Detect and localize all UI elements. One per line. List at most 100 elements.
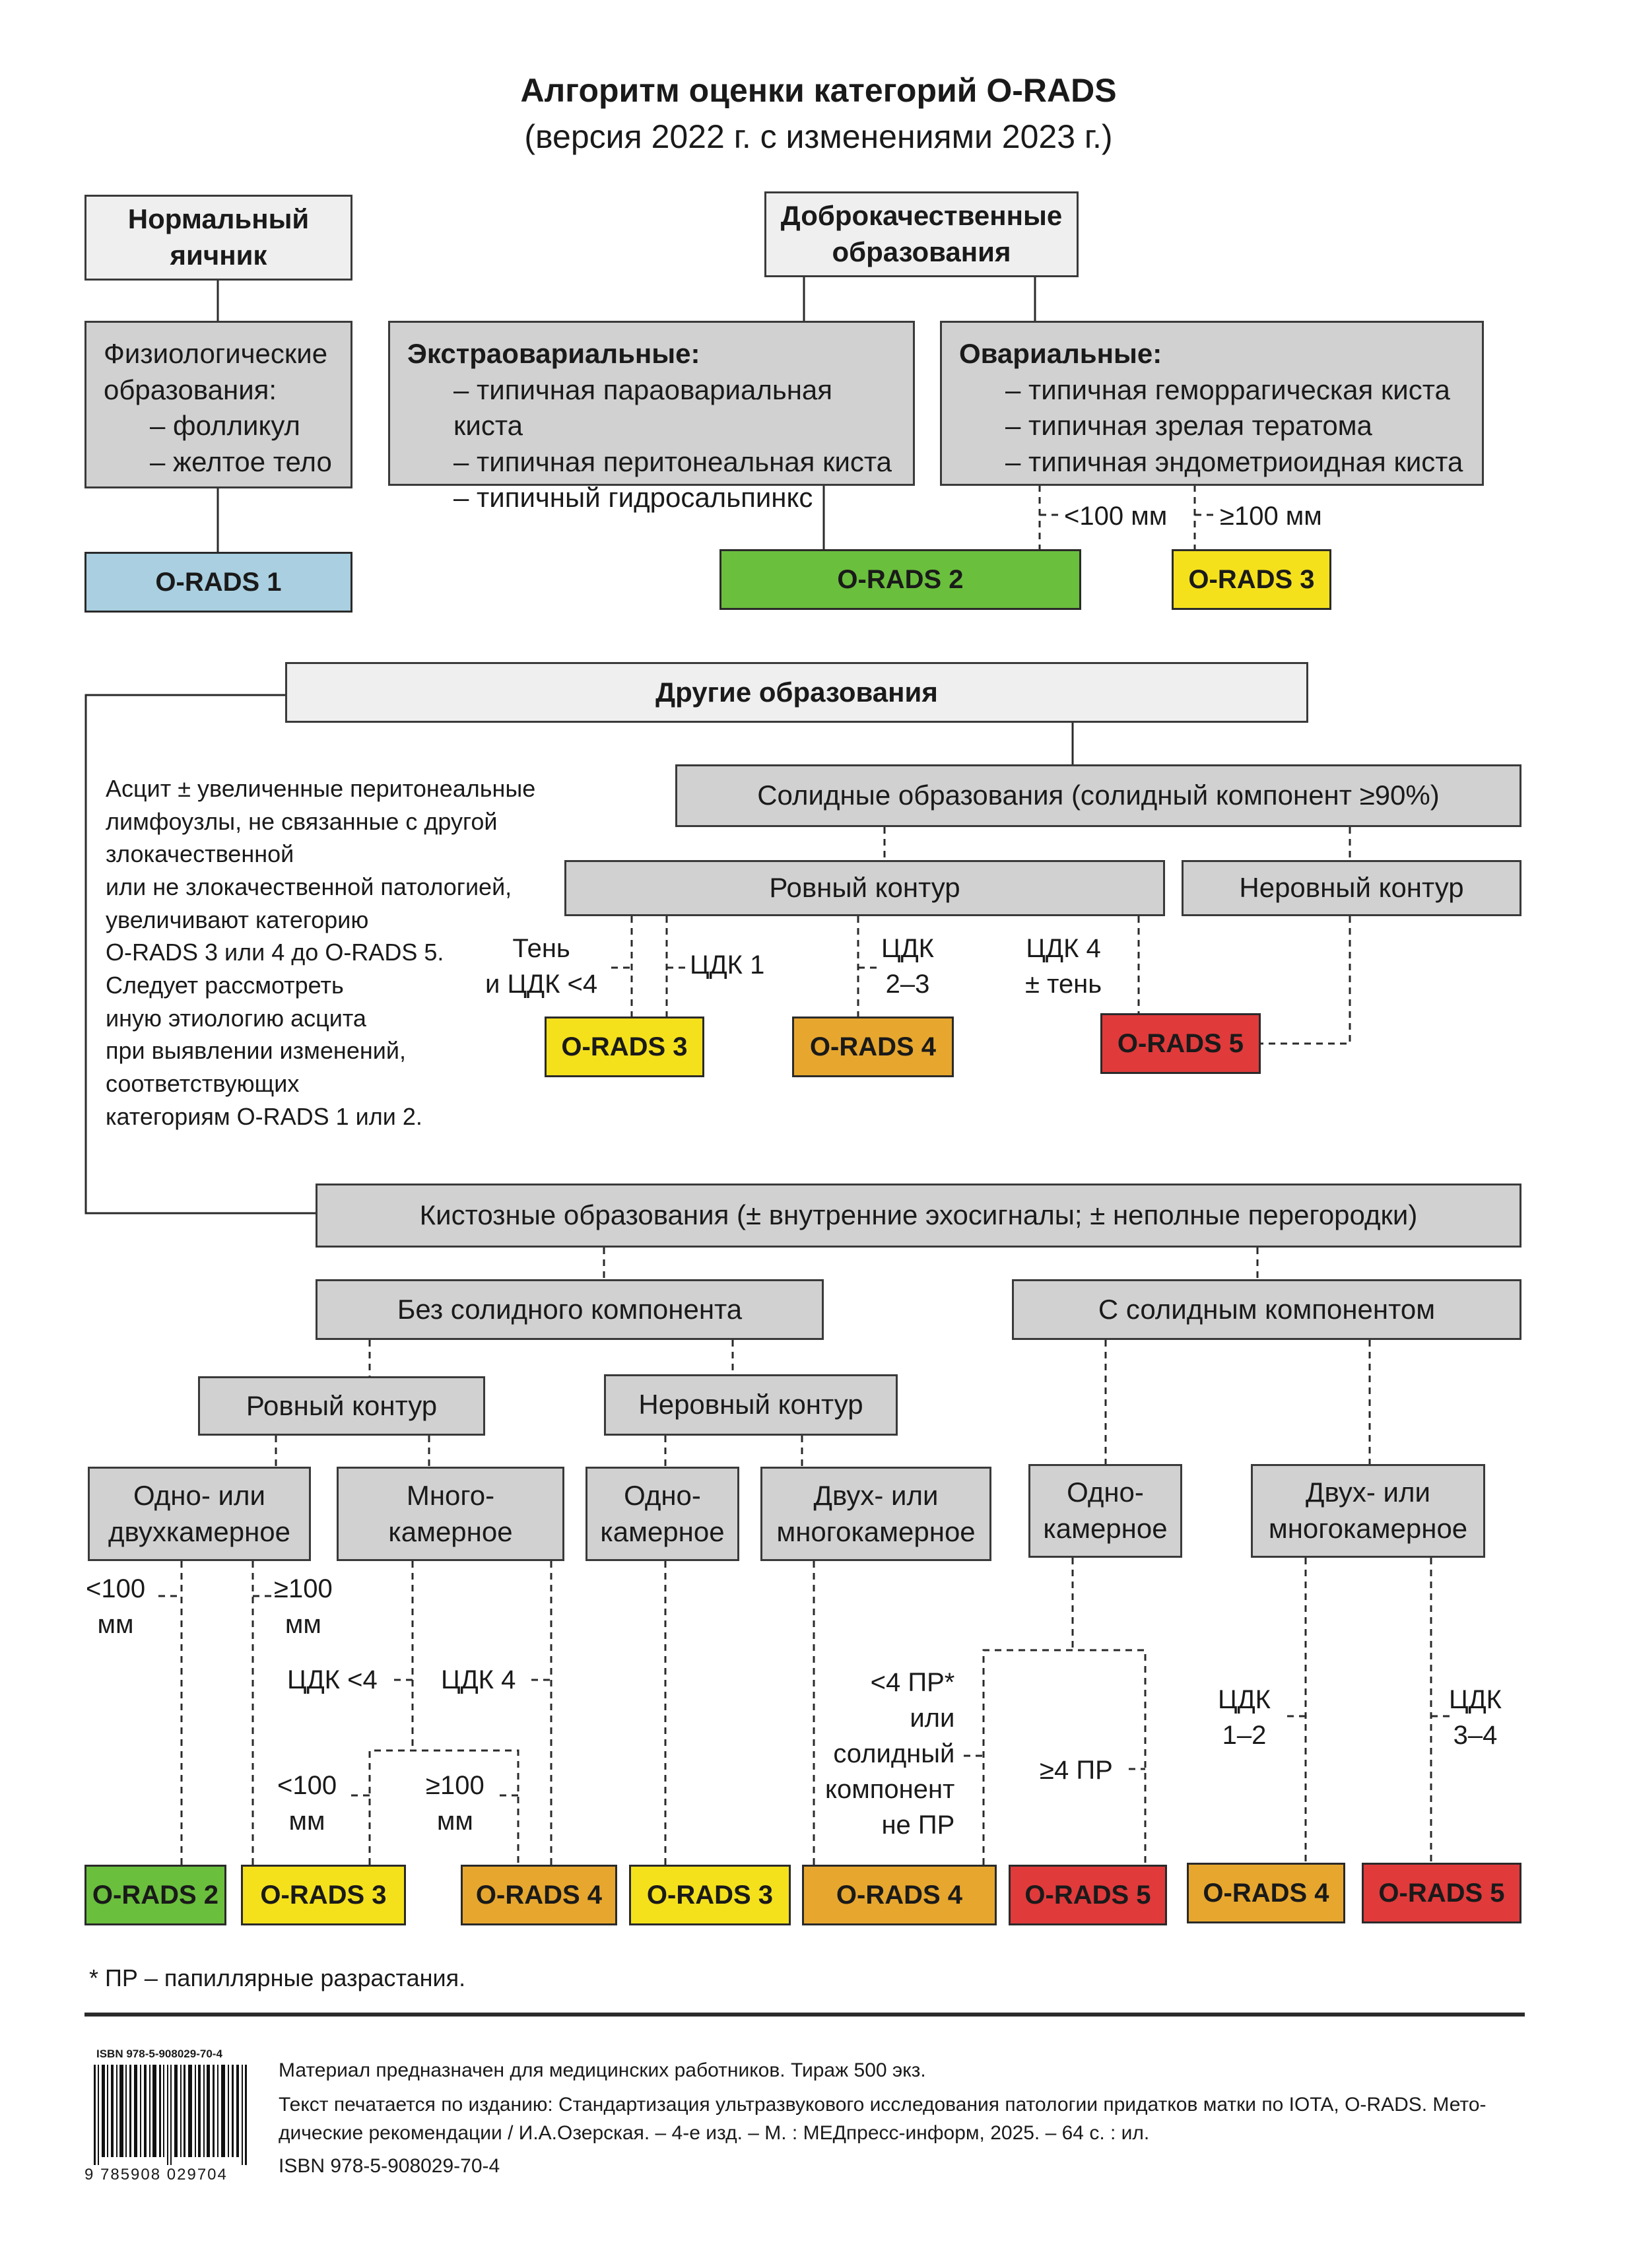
cystic-result-badge: O-RADS 5: [1009, 1865, 1167, 1925]
uni-bi-locular-line: двухкамерное: [108, 1516, 291, 1547]
cystic-cdk4-label: ЦДК 4: [441, 1665, 516, 1694]
cystic-lt100b-label: <100 мм: [277, 1768, 337, 1839]
ovarian-header: Овариальные:: [959, 338, 1162, 369]
cystic-smooth-label: Ровный контур: [246, 1389, 438, 1421]
cystic-result-badge: O-RADS 3: [629, 1865, 791, 1925]
bi-multilocular-solid-line: многокамерное: [1268, 1513, 1468, 1544]
ascites-note: Асцит ± увеличенные перитонеальные лимфо…: [106, 772, 535, 1133]
multilocular-line: камерное: [388, 1516, 513, 1547]
unilocular-irregular-box: Одно- камерное: [585, 1467, 739, 1561]
ascites-note-line: категориям O-RADS 1 или 2.: [106, 1102, 422, 1130]
extraovarian-item: – типичная перитонеальная киста: [453, 446, 892, 477]
ascites-note-line: или не злокачественной патологией,: [106, 873, 512, 901]
ascites-note-line: Асцит ± увеличенные перитонеальные: [106, 775, 536, 802]
physio-item: – желтое тело: [150, 446, 332, 477]
extraovarian-box: Экстраовариальные: – типичная параовариа…: [388, 321, 915, 513]
bi-multilocular-solid-line: Двух- или: [1306, 1477, 1430, 1508]
cystic-result-badge: O-RADS 2: [84, 1865, 226, 1925]
cystic-cdk-lt4-label: ЦДК <4: [287, 1665, 378, 1694]
cystic-ge100b-label: ≥100 мм: [426, 1768, 484, 1839]
cystic-ge100b-line: мм: [436, 1807, 473, 1836]
other-formations-label: Другие образования: [655, 676, 938, 708]
solid-smooth-box: Ровный контур: [564, 860, 1165, 916]
extraovarian-item: – типичный гидросальпинкс: [453, 482, 813, 514]
barcode: ISBN 978-5-908029-70-4 9 785908 029704: [84, 2046, 257, 2185]
cystic-lt100-line: мм: [97, 1610, 134, 1639]
cystic-cdk12-label: ЦДК 1–2: [1218, 1682, 1271, 1753]
solid-cdk4-line: ± тень: [1025, 970, 1102, 999]
cystic-result-badge: O-RADS 4: [1187, 1863, 1345, 1923]
solid-cdk23-label: ЦДК 2–3: [881, 931, 934, 1002]
unilocular-irregular-line: Одно-: [624, 1479, 701, 1511]
ovarian-box: Овариальные: – типичная геморрагическая …: [940, 321, 1484, 486]
solid-orads-4-badge: O-RADS 4: [792, 1017, 954, 1077]
cystic-lt4pr-line: <4 ПР*: [870, 1668, 955, 1697]
barcode-digits: 9 785908 029704: [84, 2166, 228, 2184]
bi-multilocular-irregular-line: Двух- или: [813, 1479, 939, 1511]
barcode-isbn: ISBN 978-5-908029-70-4: [96, 2048, 222, 2060]
footer-text: Материал предназначен для медицинских ра…: [279, 2056, 1487, 2180]
cystic-smooth-box: Ровный контур: [198, 1376, 485, 1436]
orads-2-badge: O-RADS 2: [719, 549, 1081, 610]
solid-cdk4-shadow-label: ЦДК 4 ± тень: [1025, 931, 1102, 1002]
ovarian-item: – типичная зрелая тератома: [1005, 410, 1372, 442]
bi-multilocular-solid-box: Двух- или многокамерное: [1251, 1464, 1485, 1558]
cystic-lt100b-line: <100: [277, 1771, 337, 1800]
cystic-cdk12-line: ЦДК: [1218, 1685, 1271, 1714]
cystic-ge100b-line: ≥100: [426, 1771, 484, 1800]
cystic-lt4pr-line: не ПР: [881, 1811, 955, 1840]
solid-irregular-label: Неровный контур: [1239, 872, 1464, 904]
unilocular-solid-line: Одно-: [1067, 1477, 1144, 1508]
footer-line: ISBN 978-5-908029-70-4: [279, 2154, 500, 2177]
ascites-note-line: O-RADS 3 или 4 до O-RADS 5.: [106, 939, 444, 966]
with-solid-component-label: С солидным компонентом: [1098, 1293, 1436, 1325]
extraovarian-header: Экстраовариальные:: [407, 338, 700, 369]
cystic-ge100-line: ≥100: [274, 1574, 333, 1603]
solid-cdk4-line: ЦДК 4: [1026, 934, 1101, 963]
cystic-lt4pr-line: или: [910, 1704, 955, 1733]
normal-ovary-label: Нормальный яичник: [127, 203, 310, 271]
solid-cdk23-line: ЦДК: [881, 934, 934, 963]
cystic-cdk12-line: 1–2: [1222, 1721, 1267, 1750]
cystic-ge100-label: ≥100 мм: [274, 1571, 333, 1642]
solid-orads-3-badge: O-RADS 3: [545, 1017, 704, 1077]
ovarian-item: – типичная эндометриоидная киста: [1005, 446, 1463, 477]
physio-box: Физиологические образования: – фолликул …: [84, 321, 352, 488]
size-ge100-label: ≥100 мм: [1220, 502, 1322, 531]
footnote: * ПР – папиллярные разрастания.: [89, 1964, 466, 1991]
cystic-lt4pr-line: солидный: [833, 1739, 955, 1768]
no-solid-component-label: Без солидного компонента: [397, 1293, 743, 1325]
benign-label: Доброкачественные образования: [780, 200, 1063, 267]
physio-item: – фолликул: [150, 410, 300, 442]
cystic-ge100-line: мм: [284, 1610, 321, 1639]
footer-line: дические рекомендации / И.А.Озерская. – …: [279, 2122, 1150, 2144]
footer-line: Текст печатается по изданию: Стандартиза…: [279, 2093, 1487, 2116]
cystic-cdk34-label: ЦДК 3–4: [1449, 1682, 1502, 1753]
bi-multilocular-irregular-line: многокамерное: [776, 1516, 976, 1547]
other-formations-box: Другие образования: [285, 662, 1308, 723]
cystic-lt4pr-line: компонент: [825, 1775, 955, 1804]
solid-formations-box: Солидные образования (солидный компонент…: [675, 764, 1521, 827]
solid-formations-label: Солидные образования (солидный компонент…: [757, 780, 1440, 811]
ascites-note-line: соответствующих: [106, 1070, 300, 1098]
unilocular-irregular-line: камерное: [600, 1516, 725, 1547]
cystic-result-badge: O-RADS 3: [241, 1865, 406, 1925]
solid-shadow-label: Тень и ЦДК <4: [485, 931, 597, 1002]
cystic-lt4pr-label: <4 ПР* или солидный компонент не ПР: [825, 1665, 954, 1843]
ascites-note-line: иную этиологию асцита: [106, 1004, 366, 1032]
cystic-formations-box: Кистозные образования (± внутренние эхос…: [316, 1184, 1521, 1248]
multilocular-box: Много- камерное: [337, 1467, 564, 1561]
cystic-formations-label: Кистозные образования (± внутренние эхос…: [419, 1199, 1418, 1231]
cystic-lt100b-line: мм: [288, 1807, 325, 1836]
page-title: Алгоритм оценки категорий O-RADS: [520, 72, 1117, 109]
unilocular-solid-line: камерное: [1043, 1513, 1168, 1544]
size-lt100-label: <100 мм: [1064, 502, 1168, 531]
orads-3-badge: O-RADS 3: [1172, 549, 1331, 610]
with-solid-component-box: С солидным компонентом: [1012, 1279, 1521, 1340]
cystic-ge4pr-label: ≥4 ПР: [1040, 1756, 1113, 1785]
cystic-lt100-line: <100: [86, 1574, 146, 1603]
solid-orads-5-badge: O-RADS 5: [1100, 1013, 1261, 1074]
cystic-cdk34-line: 3–4: [1453, 1721, 1498, 1750]
normal-ovary-box: Нормальный яичник: [84, 195, 352, 281]
